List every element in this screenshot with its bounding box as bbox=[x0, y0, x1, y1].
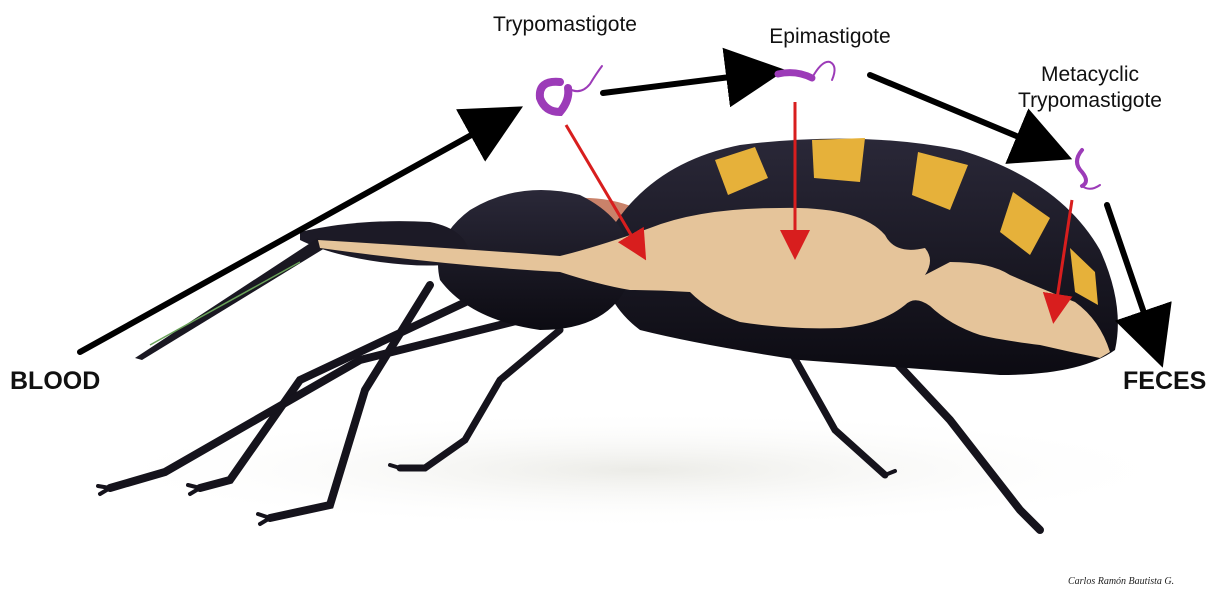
label-metacyclic-trypomastigote: Metacyclic Trypomastigote bbox=[1000, 62, 1180, 114]
label-epimastigote: Epimastigote bbox=[740, 24, 920, 50]
label-metacyclic-line1: Metacyclic bbox=[1000, 62, 1180, 88]
epimastigote-parasite-icon bbox=[778, 62, 835, 80]
insect-proboscis bbox=[135, 238, 325, 360]
label-trypomastigote: Trypomastigote bbox=[470, 12, 660, 38]
label-feces: FECES bbox=[1123, 367, 1206, 396]
metacyclic-parasite-icon bbox=[1077, 150, 1100, 189]
label-metacyclic-line2: Trypomastigote bbox=[1000, 88, 1180, 114]
image-credit: Carlos Ramón Bautista G. bbox=[1068, 576, 1174, 587]
trypomastigote-parasite-icon bbox=[540, 66, 602, 112]
arrow-trypomastigote-to-epimastigote bbox=[603, 73, 762, 93]
label-blood: BLOOD bbox=[10, 367, 100, 396]
